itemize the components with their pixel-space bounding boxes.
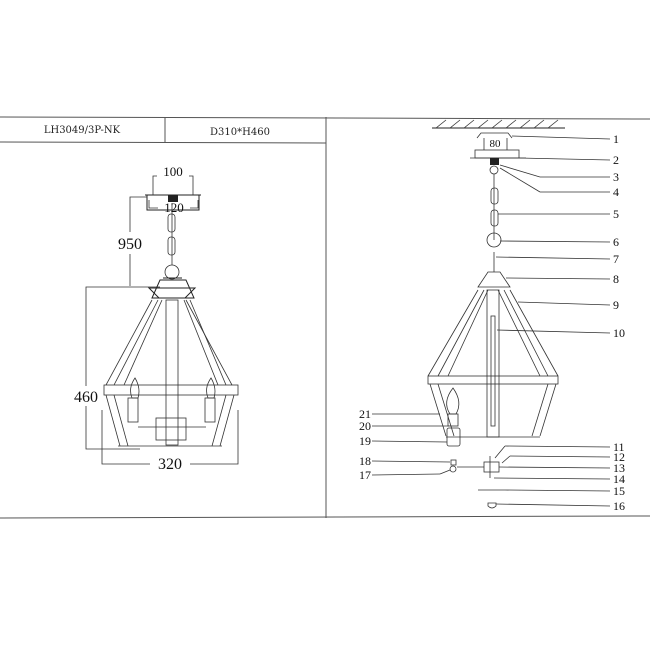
exploded-drawing — [371, 119, 611, 509]
part-label: 19 — [359, 434, 371, 448]
part-label: 10 — [613, 326, 625, 340]
part-label: 17 — [359, 468, 371, 482]
size-spec: D310*H460 — [210, 127, 270, 138]
part-label: 21 — [359, 407, 371, 421]
drawing-frame — [0, 116, 650, 519]
part-label: 4 — [613, 185, 619, 199]
part-label: 9 — [613, 298, 619, 312]
dim-canopy-inner: 100 — [163, 164, 183, 179]
part-label: 3 — [613, 170, 619, 184]
part-label: 1 — [613, 132, 619, 146]
part-label: 5 — [613, 207, 619, 221]
part-label: 12 — [613, 450, 625, 464]
part-label: 14 — [613, 472, 625, 486]
dim-mount-spacing: 80 — [490, 138, 502, 150]
model-number: LH3049/3P-NK — [44, 125, 121, 136]
dim-canopy-outer: 120 — [164, 200, 184, 215]
part-label: 15 — [613, 484, 625, 498]
dim-height: 460 — [74, 389, 98, 406]
dim-chain-length: 950 — [118, 236, 142, 253]
part-label: 8 — [613, 272, 619, 286]
part-label: 16 — [613, 499, 625, 513]
part-label: 7 — [613, 252, 619, 266]
part-label: 18 — [359, 454, 371, 468]
part-label: 11 — [613, 440, 625, 454]
dimension-drawing — [85, 175, 239, 465]
part-label: 20 — [359, 419, 371, 433]
part-label: 13 — [613, 461, 625, 475]
part-label: 2 — [613, 153, 619, 167]
part-numbers: 1 2 3 4 5 6 7 8 9 10 11 12 13 14 15 16 1… — [359, 132, 625, 513]
dim-diameter: 320 — [158, 456, 182, 473]
part-label: 6 — [613, 235, 619, 249]
